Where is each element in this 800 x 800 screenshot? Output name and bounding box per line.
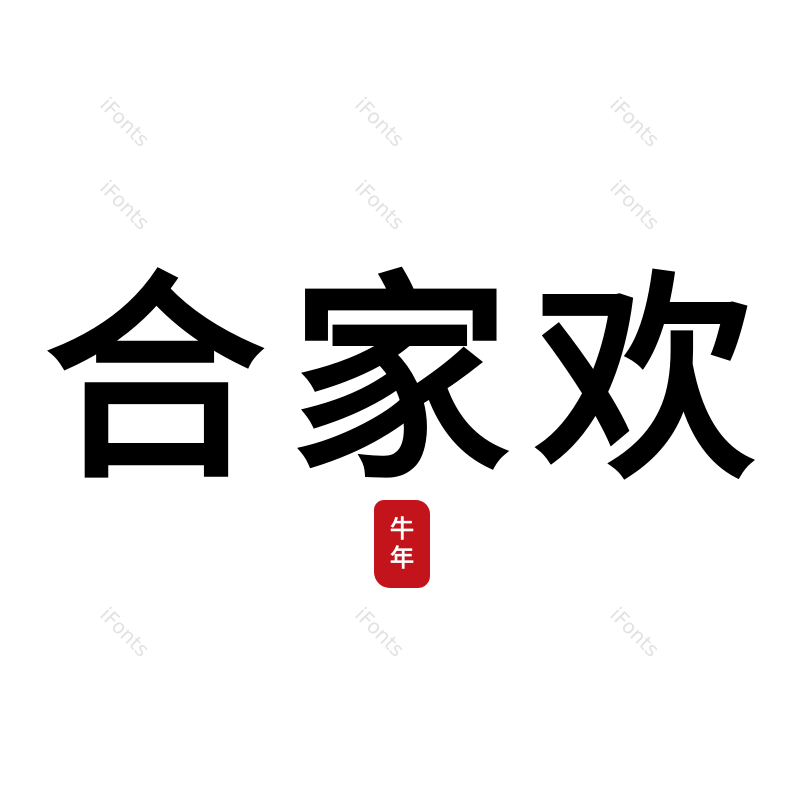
watermark: iFonts	[605, 92, 665, 152]
seal-char: 年	[390, 544, 414, 572]
watermark: iFonts	[605, 175, 665, 235]
watermark: iFonts	[350, 175, 410, 235]
watermark: iFonts	[95, 92, 155, 152]
watermark: iFonts	[350, 92, 410, 152]
calligraphy-char-jia: 家	[290, 250, 511, 509]
watermark: iFonts	[605, 602, 665, 662]
calligraphy-char-he: 合	[45, 250, 266, 509]
watermark: iFonts	[350, 602, 410, 662]
calligraphy-char-huan: 欢	[535, 250, 756, 509]
watermark: iFonts	[95, 175, 155, 235]
seal-char: 牛	[390, 515, 414, 544]
red-seal-stamp: 牛 年	[374, 500, 430, 588]
watermark: iFonts	[95, 602, 155, 662]
